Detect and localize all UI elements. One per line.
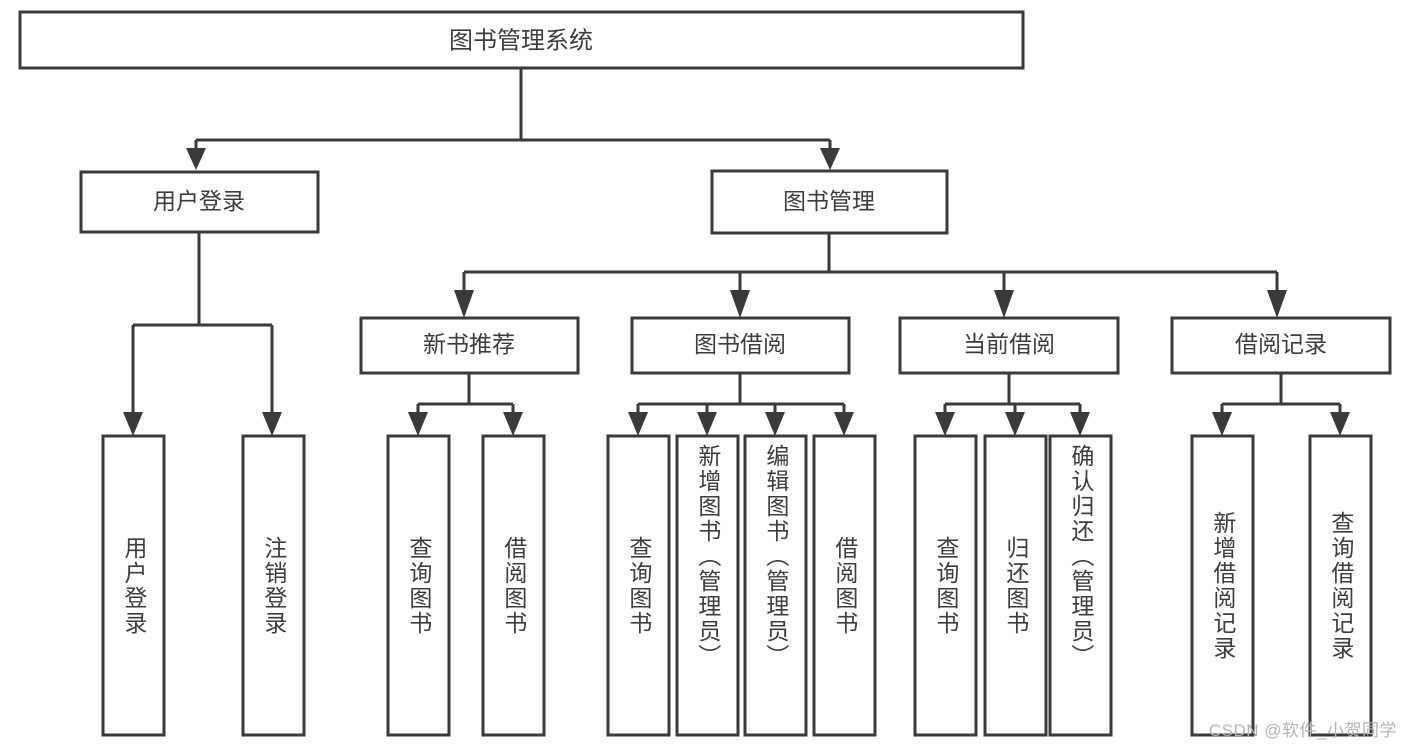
connector-newbook-to-leaves — [408, 373, 523, 436]
node-root-label: 图书管理系统 — [449, 27, 593, 54]
leaf-box-return-book — [983, 434, 1048, 737]
leaf-box-edit-book — [743, 434, 808, 737]
leaf-box-query-book-2 — [606, 434, 671, 737]
node-current-borrow-label: 当前借阅 — [963, 331, 1055, 357]
leaf-box-add-record — [1190, 434, 1255, 737]
node-book-borrow-label: 图书借阅 — [694, 331, 786, 357]
node-borrow-record-label: 借阅记录 — [1235, 331, 1327, 357]
node-borrow-record[interactable]: 借阅记录 — [1170, 316, 1392, 375]
connector-bookborrow-to-leaves — [628, 373, 854, 436]
node-new-book-recommend-label: 新书推荐 — [423, 331, 515, 357]
leaf-box-borrow-book-2 — [812, 434, 877, 737]
node-current-borrow[interactable]: 当前借阅 — [898, 316, 1120, 375]
node-new-book-recommend[interactable]: 新书推荐 — [359, 316, 580, 375]
watermark-text: CSDN @软件_小贺同学 — [1208, 721, 1397, 740]
connector-root-to-level2 — [186, 68, 840, 170]
node-user-login[interactable]: 用户登录 — [79, 170, 320, 234]
leaf-box-user-login — [101, 434, 166, 737]
leaf-box-logout-login — [241, 434, 306, 737]
leaf-box-borrow-book-1 — [481, 434, 546, 737]
connector-currentborrow-to-leaves — [935, 373, 1090, 436]
leaf-box-add-book — [675, 434, 740, 737]
connector-userlogin-to-leaves — [123, 232, 282, 436]
node-root[interactable]: 图书管理系统 — [18, 10, 1025, 70]
leaf-boxes — [101, 434, 1373, 737]
leaf-box-query-book-3 — [913, 434, 978, 737]
node-book-borrow[interactable]: 图书借阅 — [630, 316, 851, 375]
node-book-manage-label: 图书管理 — [783, 188, 875, 214]
leaf-box-query-record — [1308, 434, 1373, 737]
node-book-manage[interactable]: 图书管理 — [710, 169, 949, 235]
connector-borrowrecord-to-leaves — [1212, 373, 1350, 436]
leaf-box-confirm-return — [1048, 434, 1113, 737]
node-user-login-label: 用户登录 — [153, 188, 245, 214]
connector-bookmanage-to-level3 — [454, 233, 1287, 318]
leaf-box-query-book-1 — [386, 434, 451, 737]
